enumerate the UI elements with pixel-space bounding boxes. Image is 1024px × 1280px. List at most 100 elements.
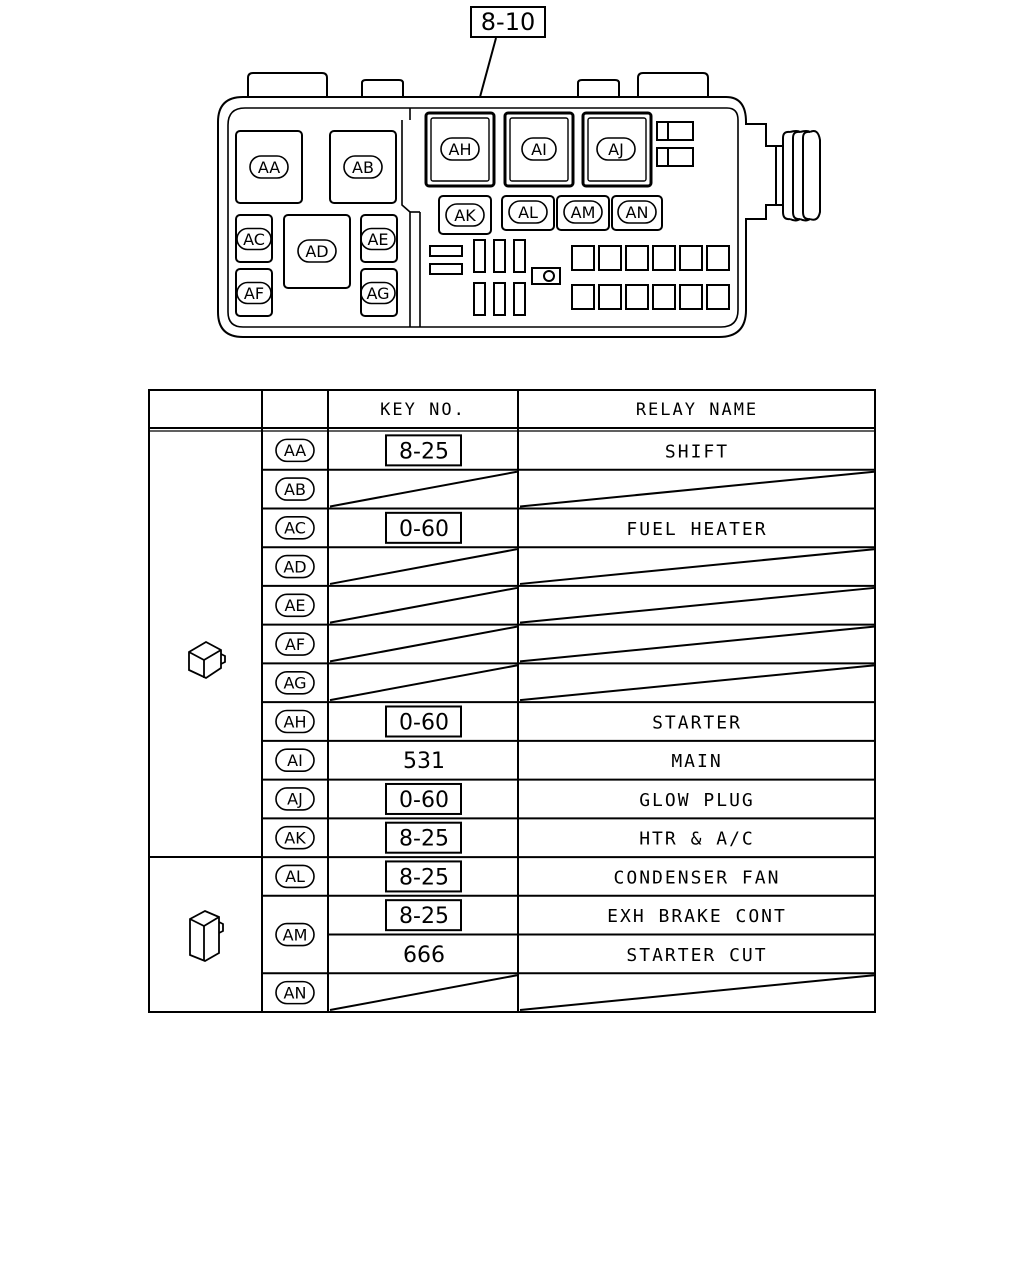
diagram-label-AN-text: AN [626,203,649,222]
table-code-AE-text: AE [284,596,305,615]
empty-key-strike [329,974,518,1011]
table-code-AC: AC [275,516,315,540]
relay-socket-AA [235,130,303,204]
table-code-AE: AE [275,593,315,618]
relay-socket-AM [556,195,610,231]
diagram-label-AG: AG [360,281,396,305]
diagram-label-AD-text: AD [305,242,328,261]
key-box [385,860,462,893]
table-code-AH-text: AH [284,712,307,731]
diagram-label-AE-text: AE [367,230,388,249]
diagram-label-AF-text: AF [244,284,264,303]
key-box [385,434,462,467]
diagram-label-AG-text: AG [366,284,389,303]
table-code-AJ-text: AJ [287,790,303,809]
diagram-label-AM-text: AM [571,203,596,222]
table-code-AH: AH [275,709,315,734]
empty-key-strike [329,586,518,624]
table-code-AL: AL [275,864,315,889]
key-no-AL: 8-25 [399,865,449,890]
diagram-label-AK-text: AK [454,206,476,225]
table-code-AB-text: AB [284,480,306,499]
empty-key-strike [329,470,518,508]
reference-callout: 8-10 [470,6,546,98]
diagram-label-AH: AH [440,137,480,161]
key-box [385,511,462,544]
key-box [385,705,462,738]
relay-table: AA AB AC AD AE AF AG AH AI AJ AK AL AM AN [148,389,876,1013]
relay-socket-AD [283,214,351,289]
table-code-AF-text: AF [285,635,305,654]
relay-name-AL: CONDENSER FAN [614,867,781,888]
relay-socket-AN [611,195,663,231]
diagram-label-AD: AD [297,239,337,263]
table-code-AN: AN [275,980,315,1005]
diagram-label-AB: AB [343,155,383,179]
diagram-label-AJ: AJ [596,137,636,161]
relay-socket-AF [235,268,273,317]
diagram-label-AB-text: AB [352,158,374,177]
relay-name-AH: STARTER [652,713,742,734]
table-code-AL-text: AL [285,867,305,886]
diagram-label-AC-text: AC [243,230,265,249]
diagram-label-AH-text: AH [449,140,472,159]
diagram-label-AN: AN [617,200,657,224]
empty-key-strike [329,548,518,585]
relay-name-AC: FUEL HEATER [626,519,767,540]
key-box [385,899,462,932]
table-code-AD: AD [275,554,315,579]
diagram-label-AA-text: AA [258,158,280,177]
diagram-label-AK: AK [445,203,485,227]
diagram-label-AI: AI [521,137,557,161]
key-no-AK: 8-25 [399,827,449,852]
relay-name-AA: SHIFT [665,441,729,462]
large-relay-icon [188,640,226,680]
relay-name-AM: EXH BRAKE CONT [607,906,787,927]
relay-name-AI: MAIN [671,751,722,772]
table-code-AA-text: AA [284,441,306,460]
key-no-sub: 666 [403,943,445,968]
key-no-AJ: 0-60 [399,788,449,813]
table-code-AM: AM [275,922,315,947]
table-code-AD-text: AD [283,557,306,576]
empty-name-strike [519,625,875,663]
key-no-AA: 8-25 [399,439,449,464]
key-no-AH: 0-60 [399,711,449,736]
relay-socket-AK [438,195,492,235]
empty-name-strike [519,664,875,702]
table-code-AA: AA [275,438,315,463]
table-code-AK: AK [275,825,315,850]
empty-name-strike [519,470,875,508]
small-relay-icon [189,910,224,962]
diagram-label-AF: AF [236,281,272,305]
diagram-label-AC: AC [236,227,272,251]
relay-name-sub: STARTER CUT [626,945,767,966]
relay-socket-AB [329,130,397,204]
empty-key-strike [329,625,518,663]
table-code-AK-text: AK [284,828,306,847]
relay-name-AK: HTR & A/C [639,829,755,850]
diagram-label-AM: AM [563,200,603,224]
relay-name-AJ: GLOW PLUG [639,790,755,811]
relay-socket-AH [424,111,496,188]
key-no-AC: 0-60 [399,517,449,542]
table-code-AC-text: AC [284,519,306,538]
header-key-no: KEY NO. [380,400,466,420]
table-code-AG: AG [275,670,315,695]
diagram-label-AE: AE [360,227,396,251]
empty-name-strike [519,974,875,1011]
table-code-AG-text: AG [283,674,306,693]
key-box [385,821,462,854]
diagram-label-AJ-text: AJ [608,140,624,159]
table-code-AB: AB [275,477,315,501]
fuse-box-housing [217,72,821,338]
diagram-label-AL-text: AL [518,203,538,222]
table-code-AI-text: AI [287,751,303,770]
key-box [385,782,462,815]
header-relay-name: RELAY NAME [636,400,758,420]
empty-key-strike [329,664,518,702]
table-code-AI: AI [275,748,315,773]
empty-name-strike [519,548,875,585]
relay-socket-AL [501,195,555,231]
